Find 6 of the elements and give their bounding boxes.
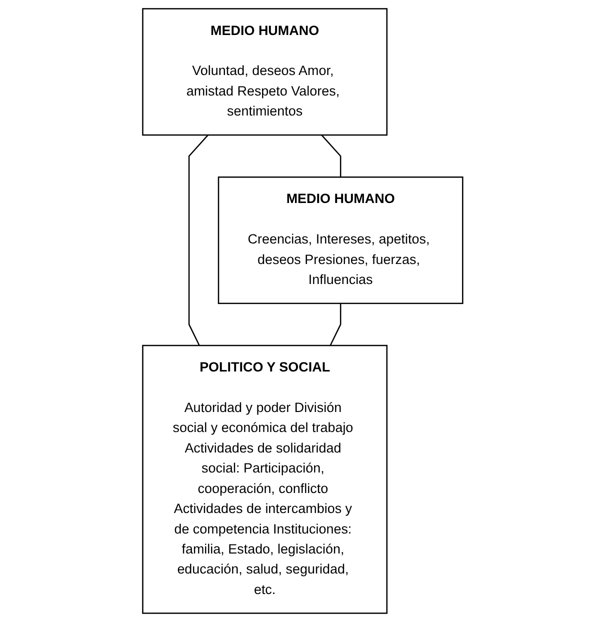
node-box: POLITICO Y SOCIAL Autoridad y poder División social y económica del trabajo Actividades de solidaridad social: Participación, cooperación, conflicto Actividades de intercambios y de competencia Instituciones: familia, Estado, legislación, educación, salud, seguridad, etc. bbox=[142, 344, 388, 614]
connector bbox=[188, 134, 208, 346]
connector bbox=[330, 303, 342, 346]
node-box: MEDIO HUMANO Voluntad, deseos Amor, amistad Respeto Valores, sentimientos bbox=[142, 8, 388, 136]
node-box: MEDIO HUMANO Creencias, Intereses, apetitos, deseos Presiones, fuerzas, Influencias bbox=[218, 176, 464, 304]
connector bbox=[320, 134, 342, 178]
